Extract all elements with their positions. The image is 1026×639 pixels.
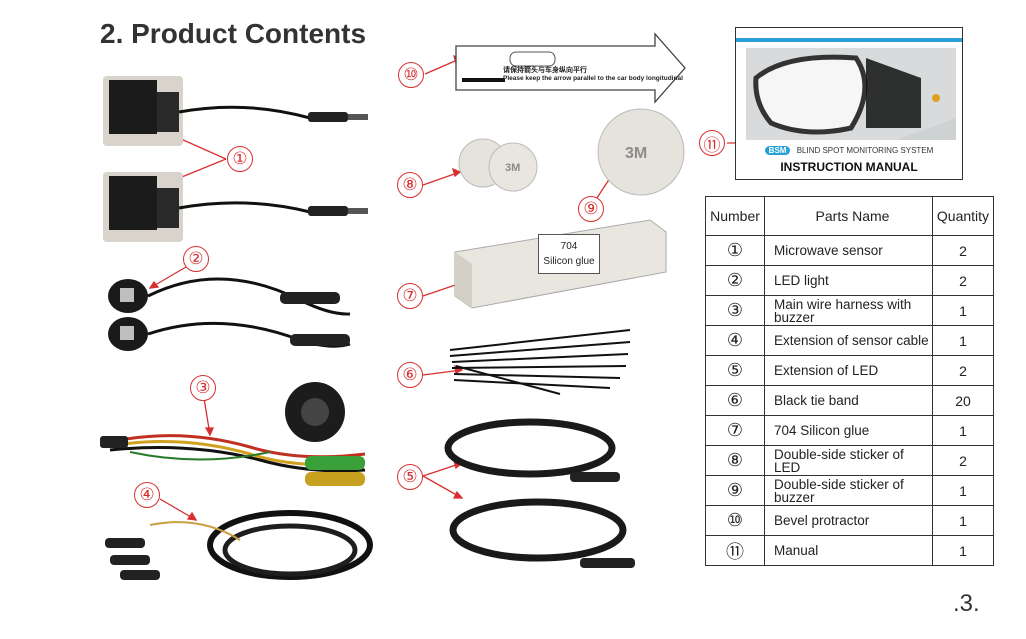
- page-number: .3.: [953, 590, 980, 617]
- manual-accent-band: [736, 38, 962, 42]
- row-name: Manual: [764, 535, 933, 566]
- header-quantity: Quantity: [932, 196, 994, 236]
- callout-10: ⑩: [398, 62, 424, 88]
- led-sticker-image: 3M: [458, 138, 538, 192]
- row-qty: 20: [932, 385, 994, 416]
- callout-9: ⑨: [578, 196, 604, 222]
- row-qty: 2: [932, 355, 994, 386]
- row-number: ⑨: [705, 475, 765, 506]
- row-name: LED light: [764, 265, 933, 296]
- row-number: ⑦: [705, 415, 765, 446]
- manual-subtitle-row: BSM BLIND SPOT MONITORING SYSTEM: [736, 146, 962, 155]
- row-name: Main wire harness with buzzer: [764, 295, 933, 326]
- row-number: ②: [705, 265, 765, 296]
- callout-3: ③: [190, 375, 216, 401]
- row-qty: 1: [932, 475, 994, 506]
- mirror-photo: [746, 48, 956, 140]
- header-number: Number: [705, 196, 765, 236]
- row-qty: 1: [932, 535, 994, 566]
- protractor-text: 请保持箭头与车身纵向平行 Please keep the arrow paral…: [503, 65, 683, 82]
- buzzer-sticker-image: 3M: [597, 108, 685, 196]
- protractor-text-en: Please keep the arrow parallel to the ca…: [503, 75, 683, 82]
- manual-badge: BSM: [764, 146, 791, 155]
- instruction-manual-image: BSM BLIND SPOT MONITORING SYSTEM INSTRUC…: [735, 27, 963, 180]
- bevel-protractor-image: [455, 32, 686, 104]
- row-qty: 1: [932, 295, 994, 326]
- row-name: Microwave sensor: [764, 235, 933, 266]
- row-number: ⑥: [705, 385, 765, 416]
- glue-label: 704 Silicon glue: [538, 234, 600, 274]
- led-extension-image: [444, 418, 635, 568]
- callout-1: ①: [227, 146, 253, 172]
- svg-text:3M: 3M: [625, 145, 647, 162]
- manual-title: INSTRUCTION MANUAL: [780, 160, 918, 174]
- callout-11: ⑪: [699, 130, 725, 156]
- header-parts-name: Parts Name: [764, 196, 933, 236]
- microwave-sensor-image: [103, 76, 368, 242]
- row-qty: 1: [932, 415, 994, 446]
- callout-2: ②: [183, 246, 209, 272]
- row-qty: 2: [932, 445, 994, 476]
- callout-4: ④: [134, 482, 160, 508]
- row-qty: 1: [932, 325, 994, 356]
- tie-band-image: [449, 329, 631, 395]
- row-name: Double-side sticker of LED: [764, 445, 933, 476]
- row-qty: 2: [932, 235, 994, 266]
- svg-text:3M: 3M: [505, 162, 520, 174]
- sensor-extension-image: [105, 510, 373, 580]
- row-number: ⑪: [705, 535, 765, 566]
- callout-5: ⑤: [397, 464, 423, 490]
- wire-harness-image: [100, 382, 366, 486]
- callout-7: ⑦: [397, 283, 423, 309]
- row-number: ⑤: [705, 355, 765, 386]
- manual-subtitle: BLIND SPOT MONITORING SYSTEM: [796, 146, 934, 155]
- row-name: Bevel protractor: [764, 505, 933, 536]
- glue-label-line2: Silicon glue: [543, 256, 595, 267]
- led-light-image: [108, 277, 351, 351]
- row-name: Extension of LED: [764, 355, 933, 386]
- row-number: ①: [705, 235, 765, 266]
- callout-6: ⑥: [397, 362, 423, 388]
- row-number: ⑩: [705, 505, 765, 536]
- row-number: ⑧: [705, 445, 765, 476]
- row-name: Extension of sensor cable: [764, 325, 933, 356]
- table-header-row: Number Parts Name Quantity: [705, 196, 994, 236]
- callout-8: ⑧: [397, 172, 423, 198]
- row-name: Black tie band: [764, 385, 933, 416]
- glue-label-line1: 704: [560, 241, 578, 252]
- row-number: ④: [705, 325, 765, 356]
- row-number: ③: [705, 295, 765, 326]
- row-qty: 2: [932, 265, 994, 296]
- row-name: Double-side sticker of buzzer: [764, 475, 933, 506]
- protractor-text-cn: 请保持箭头与车身纵向平行: [503, 67, 587, 74]
- row-qty: 1: [932, 505, 994, 536]
- row-name: 704 Silicon glue: [764, 415, 933, 446]
- page-title: 2. Product Contents: [100, 18, 367, 49]
